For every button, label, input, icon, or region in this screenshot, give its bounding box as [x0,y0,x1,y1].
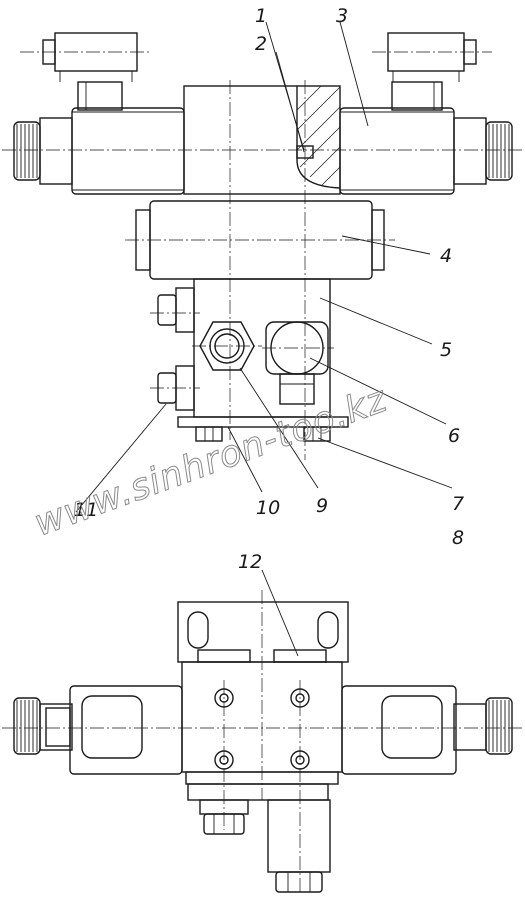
base-plate [177,416,349,442]
callout-7: 7 [452,493,464,515]
right-connector-plug [387,32,477,111]
watermark-text: www.sinhron-too.kz [29,379,393,545]
mounting-bracket [177,601,349,663]
lower-block [157,278,331,418]
callout-4: 4 [440,245,452,267]
callout-11: 11 [74,499,98,521]
plan-bottom-fittings [199,799,331,893]
plan-view [2,569,523,895]
plan-left-solenoid [13,685,183,775]
left-solenoid [13,107,185,195]
callout-3: 3 [336,5,348,27]
callout-5: 5 [440,339,452,361]
callout-12: 12 [238,551,262,573]
left-connector-plug [42,32,138,111]
callout-1: 1 [255,5,267,27]
callout-2: 2 [255,33,267,55]
right-solenoid [339,107,513,195]
plan-right-solenoid [341,685,513,775]
valve-body [183,85,341,195]
callout-6: 6 [448,425,460,447]
callout-9: 9 [316,495,328,517]
callout-10: 10 [256,497,280,519]
front-view [2,21,523,513]
callout-8: 8 [452,527,464,549]
